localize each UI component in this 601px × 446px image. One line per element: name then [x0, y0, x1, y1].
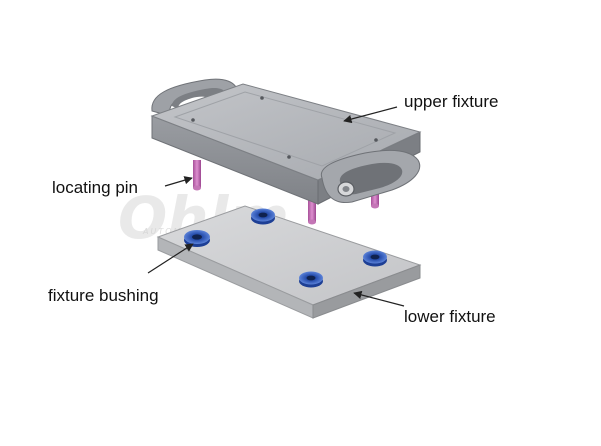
labels: upper fixture locating pin fixture bushi… [48, 92, 499, 326]
fixture-bushing-arrow [147, 243, 194, 274]
fixture-bushing-label: fixture bushing [48, 286, 159, 305]
bushing-icon [299, 271, 323, 288]
bushing-icon [363, 250, 387, 267]
upper-fixture-label: upper fixture [404, 92, 499, 111]
bushing-icon [184, 230, 210, 247]
locating-pin-label: locating pin [52, 178, 138, 197]
locating-pin-arrow [164, 176, 193, 187]
lower-fixture-arrow [353, 290, 405, 307]
right-handle [320, 149, 421, 204]
lower-fixture-right-side [312, 264, 421, 319]
locating-pin-icon [371, 188, 379, 209]
upper-fixture-arrow [343, 106, 398, 124]
lower-fixture [156, 205, 422, 319]
bushing-icon [251, 208, 275, 225]
callouts [147, 106, 405, 307]
bushings [184, 208, 387, 288]
locating-pin-icon [193, 160, 201, 191]
locating-pins [193, 160, 379, 225]
locating-pin-icon [308, 195, 316, 225]
lower-fixture-label: lower fixture [404, 307, 496, 326]
upper-fixture [150, 78, 422, 205]
